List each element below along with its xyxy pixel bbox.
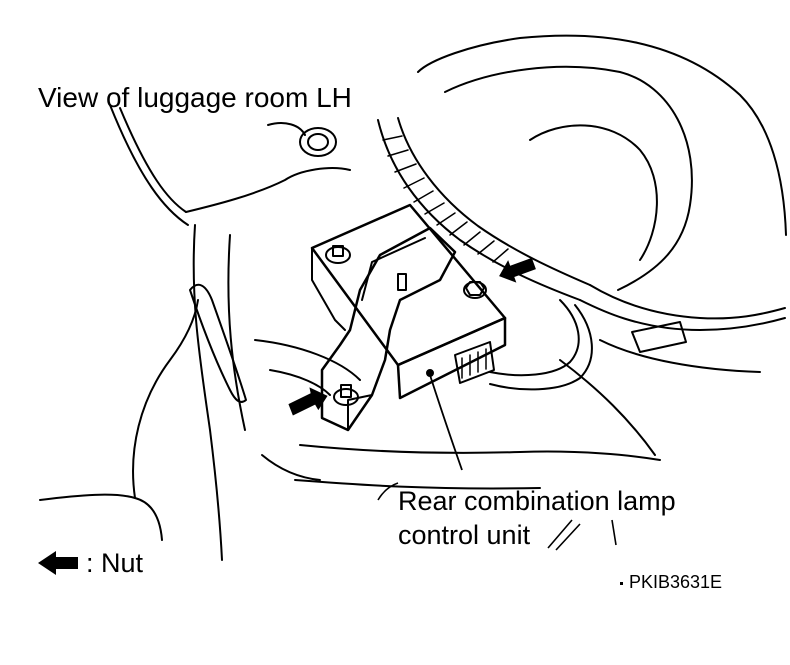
- harness-branch-2: [589, 284, 786, 320]
- callout-line-2: control unit: [398, 520, 531, 550]
- callout-leader: [429, 374, 463, 471]
- floor-right: [559, 359, 656, 456]
- floor-groove: [261, 454, 321, 481]
- harness-to-connector-2: [489, 304, 593, 391]
- harness-tube-top: [377, 119, 581, 301]
- callout-flourish-1: [377, 482, 399, 501]
- harness-clip: [631, 321, 687, 353]
- control-unit-front: [396, 316, 507, 400]
- legend-text: : Nut: [86, 547, 144, 578]
- lower-panel-curve: [132, 299, 199, 499]
- nut-right-hex: [465, 281, 485, 296]
- callout-flourish-2: [547, 519, 581, 551]
- floor-edge-1: [254, 339, 361, 381]
- harness-tube-bottom: [397, 117, 591, 286]
- bracket-rib: [361, 237, 426, 301]
- control-unit-left: [311, 247, 346, 331]
- nut-arrow-right: [499, 257, 536, 283]
- connector-body: [454, 341, 495, 384]
- floor-edge-2: [269, 369, 331, 396]
- nut-arrow-left: [288, 387, 328, 416]
- nut-top-left-post: [332, 245, 344, 257]
- control-unit-top: [310, 203, 507, 367]
- side-panel-left-3: [185, 167, 351, 213]
- trim-panel-inner: [444, 65, 693, 291]
- trim-panel-outline: [417, 34, 787, 236]
- callout-line-1: Rear combination lamp: [398, 486, 676, 516]
- floor-front: [299, 444, 661, 461]
- nut-bottom-left: [333, 388, 359, 406]
- center-stud: [397, 273, 407, 291]
- nut-bottom-left-post: [340, 384, 352, 398]
- arrow-left-icon: [38, 551, 78, 575]
- harness-to-connector: [489, 299, 580, 377]
- figure-code: PKIB3631E: [620, 572, 722, 593]
- grommet-outer: [299, 127, 337, 157]
- floor-front-2: [294, 479, 541, 490]
- wheelhouse-curve: [529, 124, 658, 261]
- harness-ribs: [382, 135, 509, 263]
- connector-lines: [461, 348, 487, 379]
- figure-title: View of luggage room LH: [38, 82, 352, 113]
- code-dot: [620, 581, 623, 585]
- side-panel-left: [109, 104, 189, 226]
- callout-flourish-3: [611, 519, 617, 546]
- lower-panel-left: [39, 493, 163, 541]
- recess-slot: [189, 283, 247, 403]
- pillar-left: [192, 224, 223, 561]
- grommet-boss: [267, 122, 306, 136]
- grommet-inner: [307, 133, 329, 151]
- control-unit-callout: Rear combination lamp control unit: [398, 484, 676, 552]
- mounting-bracket: [320, 226, 457, 432]
- floor-right-2: [599, 339, 761, 373]
- harness-branch: [579, 299, 786, 331]
- nut-legend: : Nut: [38, 546, 143, 580]
- side-panel-left-2: [119, 107, 187, 213]
- figure-code-text: PKIB3631E: [629, 572, 723, 592]
- pillar-left-2: [227, 234, 246, 431]
